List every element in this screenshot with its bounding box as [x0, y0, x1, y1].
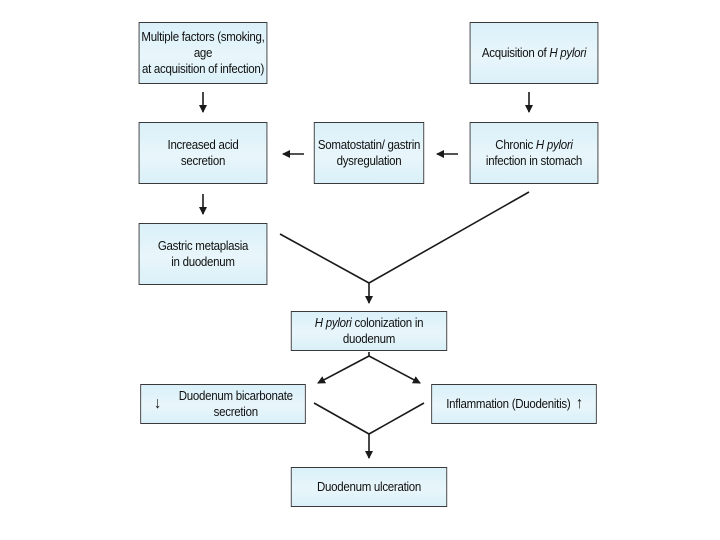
ulceration-label: Duodenum ulceration [316, 480, 422, 494]
chronic-organism: H pylori [535, 138, 573, 152]
arrow-to-inflammation [368, 355, 421, 384]
acquisition-box: Acquisition of H pylori [469, 22, 599, 84]
chronic-label: Chronic [495, 138, 536, 152]
bicarbonate-box: ↓ Duodenum bicarbonate secretion [140, 384, 306, 424]
somatostatin-line1: Somatostatin/ gastrin [317, 138, 421, 152]
inflammation-label: Inflammation (Duodenitis) [446, 397, 571, 411]
line-bicarbonate-merge [313, 402, 370, 435]
chronic-line2: infection in stomach [485, 154, 583, 168]
multiple-factors-box: Multiple factors (smoking, age at acquis… [138, 22, 268, 84]
colonization-label: colonization in duodenum [342, 316, 424, 346]
colonization-box: H pylori colonization in duodenum [290, 311, 448, 351]
line-metaplasia-to-merge [279, 233, 370, 284]
arrow-to-bicarbonate [317, 355, 370, 384]
multiple-factors-line1: Multiple factors (smoking, age [141, 30, 265, 60]
multiple-factors-line2: at acquisition of infection) [141, 62, 265, 76]
down-arrow-icon: ↓ [154, 395, 162, 412]
gastric-metaplasia-box: Gastric metaplasia in duodenum [138, 223, 268, 285]
somatostatin-box: Somatostatin/ gastrin dysregulation [313, 122, 425, 184]
acquisition-organism: H pylori [549, 46, 587, 60]
increased-acid-box: Increased acid secretion [138, 122, 268, 184]
acquisition-label: Acquisition of [481, 46, 550, 60]
increased-acid-line2: secretion [180, 154, 226, 168]
somatostatin-line2: dysregulation [336, 154, 402, 168]
line-inflammation-merge [368, 402, 425, 435]
colonization-organism: H pylori [314, 316, 352, 330]
gastric-metaplasia-line2: in duodenum [171, 255, 235, 269]
gastric-metaplasia-line1: Gastric metaplasia [157, 239, 249, 253]
line-chronic-to-merge [368, 191, 530, 284]
ulceration-box: Duodenum ulceration [290, 467, 448, 507]
chronic-infection-box: Chronic H pylori infection in stomach [469, 122, 599, 184]
increased-acid-line1: Increased acid [167, 138, 239, 152]
bicarbonate-label: Duodenum bicarbonate secretion [178, 389, 293, 419]
inflammation-box: Inflammation (Duodenitis) ↑ [431, 384, 597, 424]
up-arrow-icon: ↑ [575, 395, 583, 412]
